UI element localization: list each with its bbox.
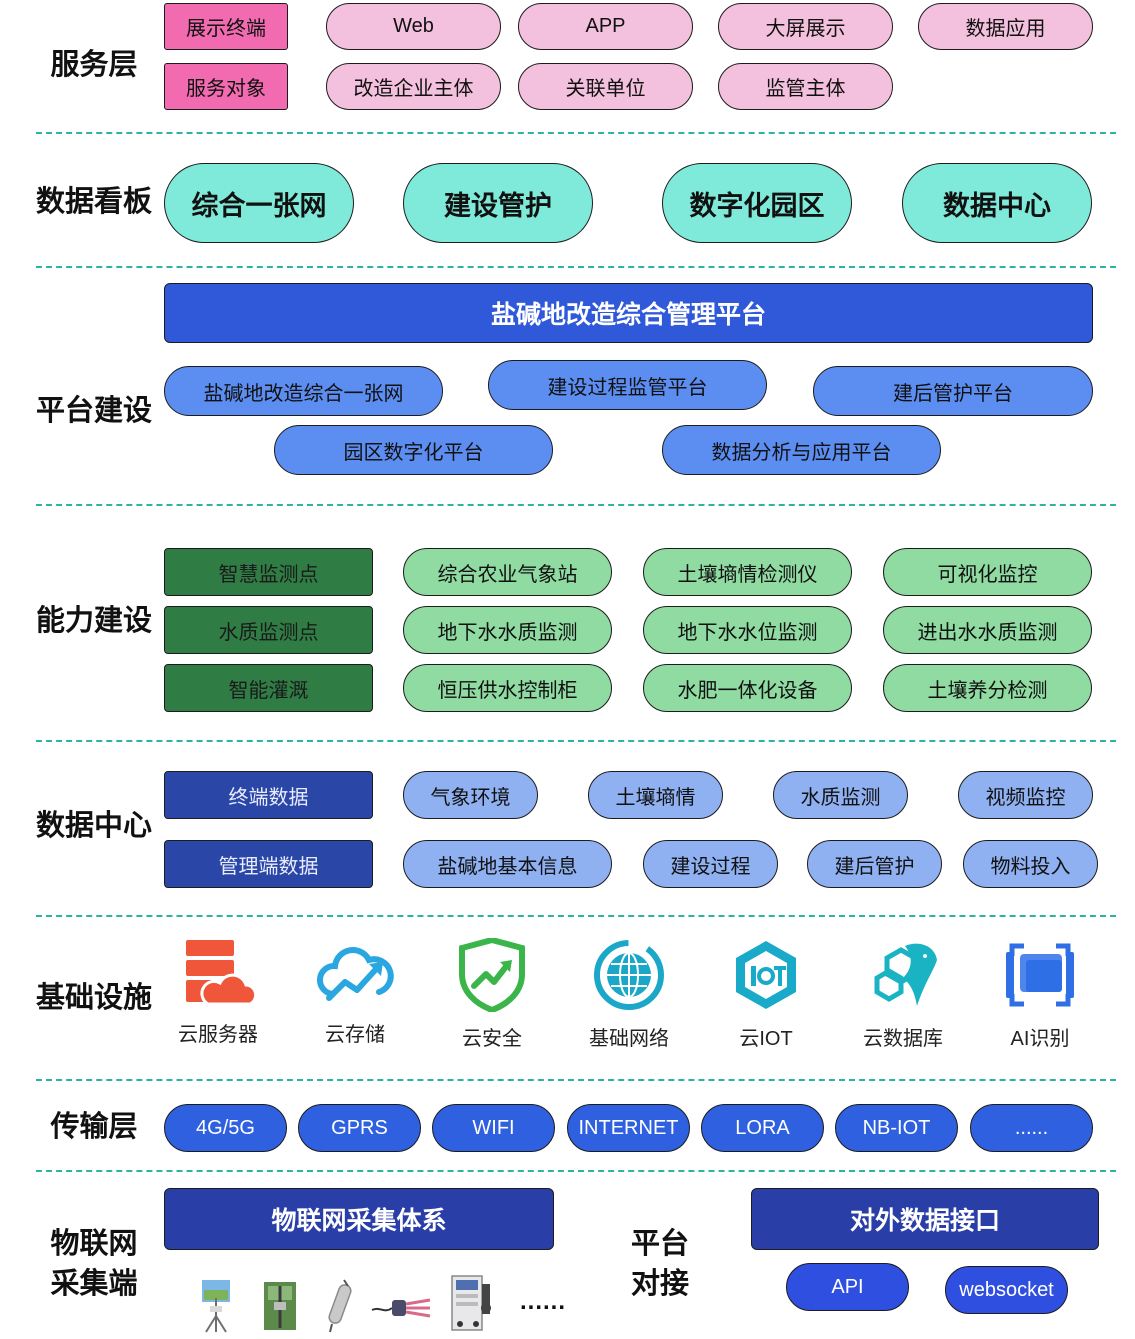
infra-label: 云存储 — [325, 1024, 385, 1046]
capability-groundwater-level[interactable]: 地下水水位监测 — [643, 606, 852, 654]
cable-sensor-device-icon — [371, 1298, 431, 1318]
infra-label: 基础网络 — [589, 1028, 669, 1050]
infra-cloud-iot[interactable]: 云IOT — [701, 938, 831, 1051]
platform-unified-network[interactable]: 盐碱地改造综合一张网 — [164, 366, 443, 416]
section-label-infra: 基础设施 — [35, 982, 152, 1014]
object-related-unit[interactable]: 关联单位 — [518, 63, 693, 110]
divider — [36, 266, 1116, 268]
section-label-iot-line1: 物联网 — [50, 1228, 138, 1260]
cloud-security-icon — [459, 938, 525, 1012]
section-label-iot-line2: 采集端 — [50, 1267, 138, 1300]
object-label-box: 服务对象 — [164, 63, 288, 110]
datacenter-land-info[interactable]: 盐碱地基本信息 — [403, 840, 612, 888]
datacenter-material-input[interactable]: 物料投入 — [963, 840, 1098, 888]
capability-smart-monitor[interactable]: 智慧监测点 — [164, 548, 373, 596]
transport-gprs[interactable]: GPRS — [298, 1104, 421, 1152]
datacenter-construction-process[interactable]: 建设过程 — [643, 840, 778, 888]
transport-wifi[interactable]: WIFI — [432, 1104, 555, 1152]
infra-cloud-storage[interactable]: 云存储 — [290, 938, 420, 1047]
section-label-transport: 传输层 — [50, 1111, 138, 1143]
websocket-pill[interactable]: websocket — [945, 1266, 1068, 1314]
object-regulator[interactable]: 监管主体 — [718, 63, 893, 110]
section-label-docking-line1: 平台 — [630, 1228, 689, 1260]
cloud-server-icon — [186, 940, 258, 1006]
capability-soil-nutrient[interactable]: 土壤养分检测 — [883, 664, 1092, 712]
datacenter-video[interactable]: 视频监控 — [958, 771, 1093, 819]
datacenter-terminal-data[interactable]: 终端数据 — [164, 771, 373, 819]
platform-park-digital[interactable]: 园区数字化平台 — [274, 425, 553, 475]
api-pill[interactable]: API — [786, 1263, 909, 1311]
transport-internet[interactable]: INTERNET — [567, 1104, 690, 1152]
capability-water-monitor[interactable]: 水质监测点 — [164, 606, 373, 654]
terminal-big-screen[interactable]: 大屏展示 — [718, 3, 893, 50]
cloud-storage-icon — [316, 947, 394, 1001]
terminal-web[interactable]: Web — [326, 3, 501, 50]
section-label-service: 服务层 — [50, 49, 138, 81]
infra-label: 云IOT — [739, 1028, 793, 1050]
infra-label: 云数据库 — [863, 1028, 943, 1050]
infra-cloud-security[interactable]: 云安全 — [427, 938, 557, 1051]
section-label-docking: 平台 对接 — [628, 1226, 692, 1303]
dashboard-digital-park[interactable]: 数字化园区 — [662, 163, 852, 243]
capability-soil-moisture[interactable]: 土壤墒情检测仪 — [643, 548, 852, 596]
weather-station-device-icon — [202, 1280, 230, 1333]
section-label-docking-line2: 对接 — [630, 1267, 689, 1300]
cloud-database-icon — [874, 943, 937, 1006]
control-cabinet-device-icon — [451, 1275, 491, 1331]
platform-construction-supervision[interactable]: 建设过程监管平台 — [488, 360, 767, 410]
infra-label: AI识别 — [1010, 1028, 1070, 1050]
iot-collection-bar[interactable]: 物联网采集体系 — [164, 1188, 554, 1250]
infra-label: 云安全 — [462, 1028, 522, 1050]
capability-weather-station[interactable]: 综合农业气象站 — [403, 548, 612, 596]
infra-cloud-database[interactable]: 云数据库 — [838, 938, 968, 1051]
infra-ai-recognition[interactable]: AI识别 — [975, 938, 1105, 1051]
divider — [36, 915, 1116, 917]
section-label-platform: 平台建设 — [35, 395, 152, 427]
section-label-datacenter: 数据中心 — [35, 810, 152, 842]
infra-label: 云服务器 — [178, 1024, 258, 1046]
capability-groundwater-quality[interactable]: 地下水水质监测 — [403, 606, 612, 654]
external-api-bar[interactable]: 对外数据接口 — [751, 1188, 1099, 1250]
section-label-iot: 物联网 采集端 — [48, 1226, 140, 1303]
divider — [36, 504, 1116, 506]
infra-cloud-server[interactable]: 云服务器 — [153, 938, 283, 1047]
probe-device-icon — [328, 1279, 352, 1333]
section-label-capability: 能力建设 — [35, 605, 152, 637]
capability-video-monitor[interactable]: 可视化监控 — [883, 548, 1092, 596]
transport-4g5g[interactable]: 4G/5G — [164, 1104, 287, 1152]
transport-lora[interactable]: LORA — [701, 1104, 824, 1152]
datacenter-soil-moisture[interactable]: 土壤墒情 — [588, 771, 723, 819]
capability-inout-water-quality[interactable]: 进出水水质监测 — [883, 606, 1092, 654]
capability-fertigation[interactable]: 水肥一体化设备 — [643, 664, 852, 712]
divider — [36, 1079, 1116, 1081]
divider — [36, 740, 1116, 742]
soil-sensor-device-icon — [264, 1282, 296, 1330]
datacenter-post-maintenance[interactable]: 建后管护 — [807, 840, 942, 888]
globe-network-icon — [594, 940, 664, 1010]
divider — [36, 1170, 1116, 1172]
transport-nb-iot[interactable]: NB-IOT — [835, 1104, 958, 1152]
datacenter-water-quality[interactable]: 水质监测 — [773, 771, 908, 819]
datacenter-admin-data[interactable]: 管理端数据 — [164, 840, 373, 888]
ai-recognition-icon — [1006, 943, 1074, 1007]
datacenter-weather[interactable]: 气象环境 — [403, 771, 538, 819]
transport-more[interactable]: ...... — [970, 1104, 1093, 1152]
object-enterprise[interactable]: 改造企业主体 — [326, 63, 501, 110]
capability-smart-irrigation[interactable]: 智能灌溉 — [164, 664, 373, 712]
iot-more-ellipsis: ...... — [520, 1288, 567, 1315]
dashboard-data-center[interactable]: 数据中心 — [902, 163, 1092, 243]
platform-data-analysis[interactable]: 数据分析与应用平台 — [662, 425, 941, 475]
section-label-dashboard: 数据看板 — [35, 186, 152, 218]
terminal-data-app[interactable]: 数据应用 — [918, 3, 1093, 50]
dashboard-unified-network[interactable]: 综合一张网 — [164, 163, 354, 243]
terminal-label-box: 展示终端 — [164, 3, 288, 50]
capability-pressure-cabinet[interactable]: 恒压供水控制柜 — [403, 664, 612, 712]
divider — [36, 132, 1116, 134]
terminal-app[interactable]: APP — [518, 3, 693, 50]
iot-icon — [736, 941, 796, 1009]
platform-main-bar[interactable]: 盐碱地改造综合管理平台 — [164, 283, 1093, 343]
platform-post-construction[interactable]: 建后管护平台 — [813, 366, 1093, 416]
dashboard-construction[interactable]: 建设管护 — [403, 163, 593, 243]
infra-base-network[interactable]: 基础网络 — [564, 938, 694, 1051]
